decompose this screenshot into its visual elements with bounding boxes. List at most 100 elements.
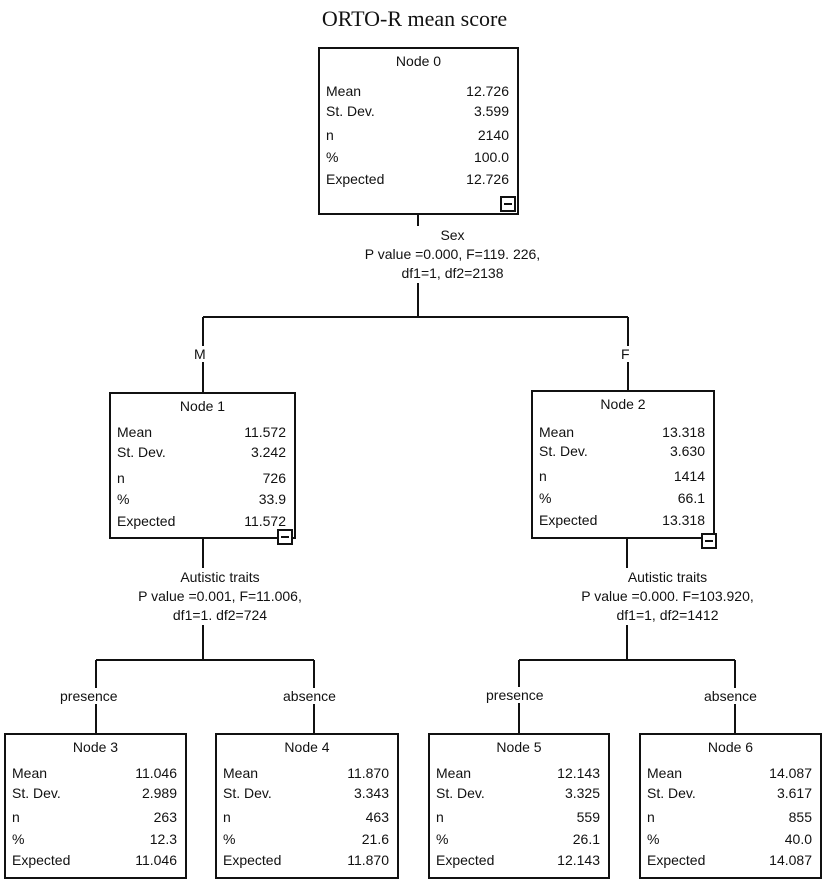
split-stats: P value =0.000. F=103.920, (581, 588, 754, 604)
percent-value: 12.3 (149, 831, 177, 847)
sd-value: 2.989 (141, 785, 177, 801)
n-label: n (647, 809, 655, 825)
diagram-title: ORTO-R mean score (321, 6, 508, 31)
split-variable: Autistic traits (180, 569, 260, 585)
percent-label: % (117, 491, 130, 507)
n-value: 1414 (673, 468, 705, 484)
expected-label: Expected (539, 512, 598, 528)
node-title: Node 2 (600, 396, 646, 412)
percent-value: 40.0 (784, 831, 812, 847)
branch-label-absence-right: absence (702, 688, 759, 704)
collapse-icon[interactable] (277, 529, 293, 545)
branch-label-presence-left: presence (58, 688, 120, 704)
split-label-sex: Sex P value =0.000, F=119. 226, df1=1, d… (330, 226, 575, 283)
percent-label: % (539, 490, 552, 506)
expected-value: 11.572 (244, 513, 286, 529)
node-title: Node 6 (707, 739, 754, 755)
expected-label: Expected (326, 171, 385, 187)
sd-label: St. Dev. (326, 103, 375, 119)
split-variable: Autistic traits (627, 569, 708, 585)
sd-value: 3.599 (473, 103, 509, 119)
expected-label: Expected (117, 513, 176, 529)
split-stats: P value =0.000, F=119. 226, (364, 246, 541, 262)
mean-value: 14.087 (769, 765, 812, 781)
sd-value: 3.617 (776, 785, 812, 801)
n-value: 559 (576, 809, 600, 825)
branch-label-m: M (192, 346, 208, 362)
node-title: Node 4 (284, 739, 330, 755)
sd-label: St. Dev. (436, 785, 485, 801)
tree-node-1[interactable]: Node 1 Mean 11.572 St. Dev. 3.242 n 726 % 33… (109, 392, 296, 545)
split-df: df1=1. df2=724 (172, 607, 268, 623)
sd-label: St. Dev. (12, 785, 61, 801)
n-value: 2140 (477, 127, 509, 143)
percent-label: % (436, 831, 449, 847)
split-stats: P value =0.001, F=11.006, (138, 588, 302, 604)
expected-value: 13.318 (662, 512, 705, 528)
percent-value: 100.0 (473, 149, 509, 165)
mean-value: 13.318 (662, 424, 705, 440)
sd-label: St. Dev. (223, 785, 272, 801)
expected-label: Expected (223, 852, 282, 868)
mean-value: 11.046 (135, 765, 177, 781)
split-df: df1=1, df2=2138 (401, 265, 504, 281)
node-title: Node 5 (496, 739, 542, 755)
sd-value: 3.325 (564, 785, 600, 801)
mean-label: Mean (326, 83, 362, 99)
n-value: 726 (262, 470, 286, 486)
percent-label: % (223, 831, 236, 847)
mean-label: Mean (647, 765, 683, 781)
branch-label-presence-right: presence (484, 687, 546, 703)
mean-value: 12.143 (557, 765, 600, 781)
percent-label: % (12, 831, 25, 847)
mean-value: 12.726 (466, 83, 509, 99)
sd-value: 3.242 (250, 444, 286, 460)
mean-value: 11.572 (244, 424, 286, 440)
tree-node-2[interactable]: Node 2 Mean 13.318 St. Dev. 3.630 n 1414 % 6… (531, 390, 717, 549)
collapse-icon[interactable] (701, 533, 717, 549)
percent-label: % (647, 831, 660, 847)
node-title: Node 0 (395, 53, 442, 69)
collapse-icon[interactable] (500, 196, 516, 212)
percent-label: % (326, 149, 339, 165)
n-label: n (117, 470, 125, 486)
mean-value: 11.870 (347, 765, 389, 781)
expected-label: Expected (12, 852, 71, 868)
node-title: Node 3 (72, 739, 119, 755)
expected-value: 14.087 (769, 852, 812, 868)
sd-label: St. Dev. (539, 443, 588, 459)
mean-label: Mean (539, 424, 575, 440)
n-label: n (436, 809, 444, 825)
mean-label: Mean (223, 765, 259, 781)
sd-label: St. Dev. (117, 444, 166, 460)
n-value: 463 (365, 809, 389, 825)
sd-value: 3.630 (669, 443, 705, 459)
node-title: Node 1 (179, 398, 226, 414)
tree-node-4[interactable]: Node 4 Mean 11.870 St. Dev. 3.343 n 463 % 21… (215, 733, 399, 879)
percent-value: 21.6 (361, 831, 389, 847)
sd-value: 3.343 (353, 785, 389, 801)
expected-value: 12.726 (466, 171, 509, 187)
n-label: n (12, 809, 20, 825)
branch-label-f: F (619, 346, 632, 362)
n-label: n (539, 468, 547, 484)
n-label: n (223, 809, 231, 825)
split-label-autistic-right: Autistic traits P value =0.000. F=103.92… (540, 568, 795, 625)
expected-value: 11.046 (135, 852, 177, 868)
expected-label: Expected (436, 852, 495, 868)
percent-value: 26.1 (572, 831, 600, 847)
percent-value: 66.1 (677, 490, 705, 506)
expected-label: Expected (647, 852, 706, 868)
n-value: 855 (788, 809, 812, 825)
percent-value: 33.9 (258, 491, 286, 507)
mean-label: Mean (117, 424, 153, 440)
expected-value: 11.870 (347, 852, 389, 868)
mean-label: Mean (12, 765, 48, 781)
split-label-autistic-left: Autistic traits P value =0.001, F=11.006… (100, 568, 340, 625)
branch-label-absence-left: absence (281, 688, 338, 704)
split-variable: Sex (440, 227, 465, 243)
